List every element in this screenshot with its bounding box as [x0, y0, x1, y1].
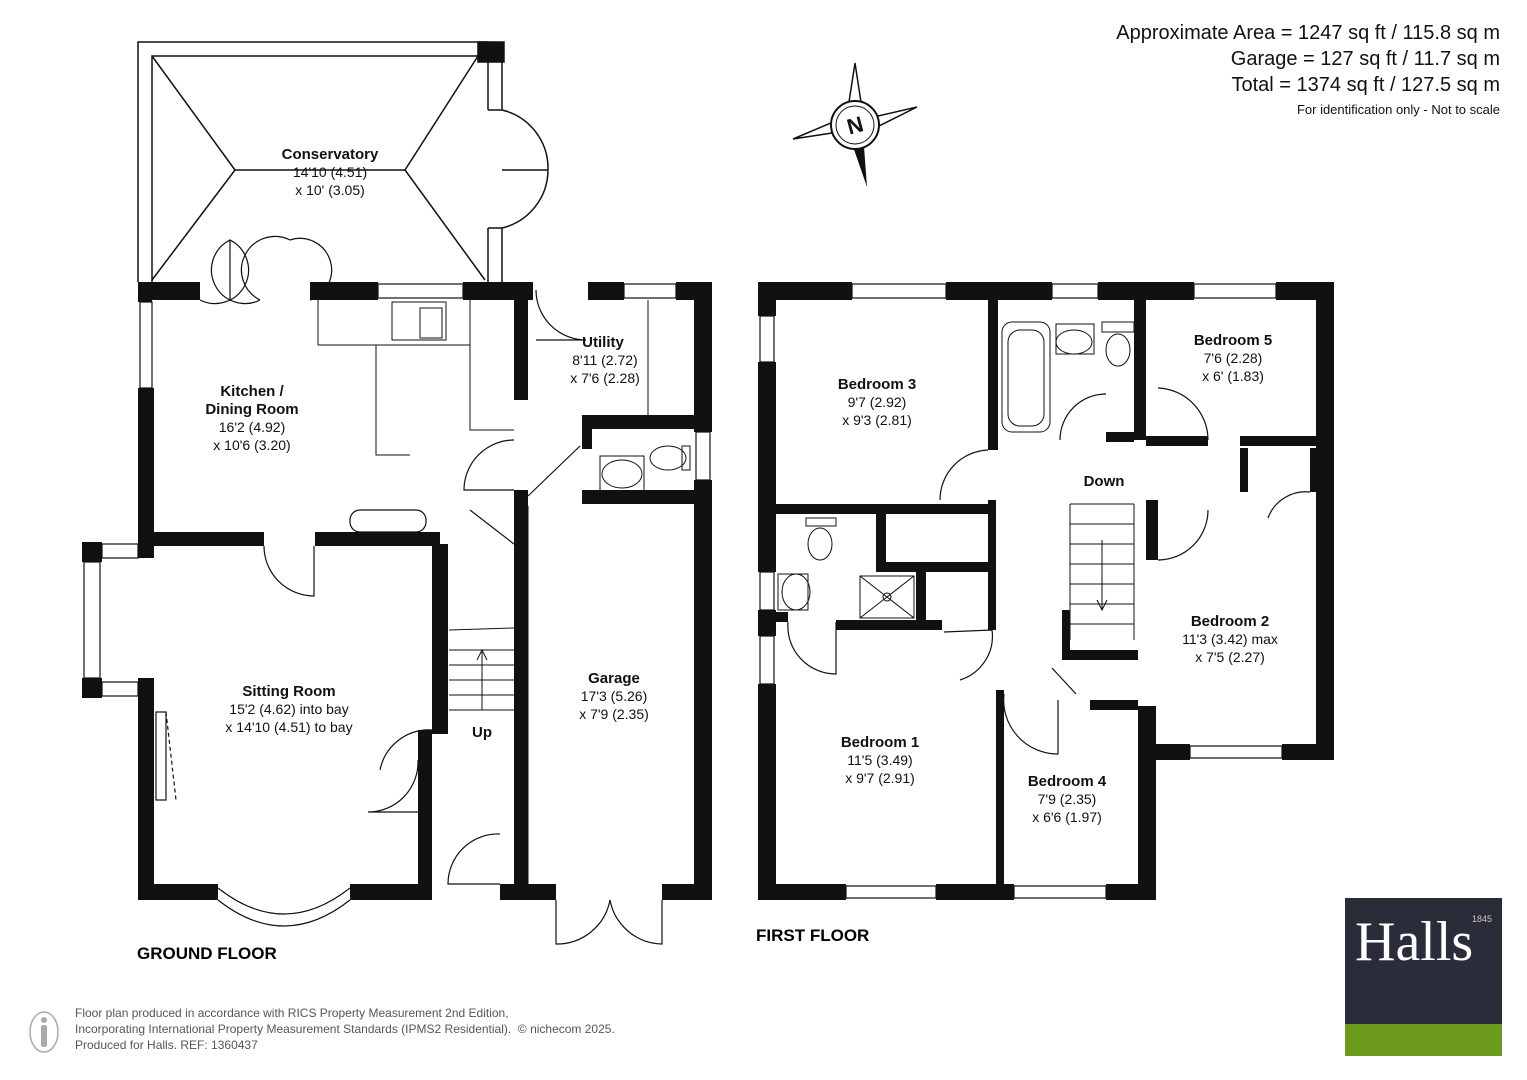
bedroom5-dim1: 7'6 (2.28) — [1204, 350, 1263, 366]
bedroom5-dim2: x 6' (1.83) — [1202, 368, 1264, 384]
ground-walls — [82, 282, 712, 900]
compass-icon: N — [792, 62, 918, 187]
room-labels: Conservatory 14'10 (4.51) x 10' (3.05) K… — [205, 146, 1278, 825]
area-summary: Approximate Area = 1247 sq ft / 115.8 sq… — [1116, 20, 1500, 117]
ground-floor-label: GROUND FLOOR — [137, 944, 277, 963]
kitchen-dim2: x 10'6 (3.20) — [213, 437, 290, 453]
footer-line2: Incorporating International Property Mea… — [75, 1022, 512, 1036]
logo-year: 1845 — [1471, 914, 1492, 924]
footer-notes: Floor plan produced in accordance with R… — [75, 1005, 615, 1053]
first-fittings — [777, 321, 1135, 640]
kitchen-dim1: 16'2 (4.92) — [219, 419, 286, 435]
logo-green-bar — [1345, 1024, 1502, 1056]
person-scale-icon — [29, 1011, 59, 1053]
first-windows — [759, 283, 1283, 899]
garage-dim2: x 7'9 (2.35) — [579, 706, 649, 722]
conservatory-name: Conservatory — [282, 146, 379, 163]
bedroom4-dim1: 7'9 (2.35) — [1038, 791, 1097, 807]
area-garage: Garage = 127 sq ft / 11.7 sq m — [1230, 48, 1500, 70]
bedroom3-name: Bedroom 3 — [838, 376, 916, 393]
utility-name: Utility — [582, 334, 624, 351]
ground-windows — [83, 283, 711, 927]
sitting-room-dim1: 15'2 (4.62) into bay — [229, 701, 348, 717]
kitchen-name1: Kitchen / — [220, 383, 284, 400]
bedroom5-name: Bedroom 5 — [1194, 332, 1272, 349]
kitchen-fittings — [317, 300, 691, 884]
area-disclaimer: For identification only - Not to scale — [1296, 102, 1500, 117]
conservatory-dim2: x 10' (3.05) — [295, 182, 365, 198]
footer-line1: Floor plan produced in accordance with R… — [75, 1006, 509, 1020]
first-doors — [787, 387, 1311, 755]
sitting-room-name: Sitting Room — [242, 683, 335, 700]
compass-north-letter: N — [844, 111, 866, 139]
utility-dim2: x 7'6 (2.28) — [570, 370, 640, 386]
stairs-up-label: Up — [472, 724, 492, 741]
ground-floor-plan — [82, 41, 712, 945]
bedroom2-name: Bedroom 2 — [1191, 613, 1269, 630]
bedroom3-dim2: x 9'3 (2.81) — [842, 412, 912, 428]
bedroom3-dim1: 9'7 (2.92) — [848, 394, 907, 410]
ground-doors — [199, 235, 663, 945]
garage-name: Garage — [588, 670, 640, 687]
bedroom1-dim2: x 9'7 (2.91) — [845, 770, 915, 786]
utility-dim1: 8'11 (2.72) — [572, 352, 637, 368]
halls-logo: Halls 1845 — [1345, 898, 1502, 1056]
bedroom2-dim2: x 7'5 (2.27) — [1195, 649, 1265, 665]
bedroom4-name: Bedroom 4 — [1028, 773, 1107, 790]
first-floor-label: FIRST FLOOR — [756, 926, 869, 945]
kitchen-name2: Dining Room — [205, 401, 298, 418]
area-total: Total = 1374 sq ft / 127.5 sq m — [1231, 74, 1501, 96]
area-total-house: Approximate Area = 1247 sq ft / 115.8 sq… — [1116, 22, 1500, 44]
garage-dim1: 17'3 (5.26) — [581, 688, 648, 704]
first-walls — [758, 282, 1334, 900]
footer-copyright: © nichecom 2025. — [517, 1022, 615, 1036]
bedroom1-dim1: 11'5 (3.49) — [847, 752, 912, 768]
sitting-room-dim2: x 14'10 (4.51) to bay — [225, 719, 352, 735]
conservatory-outline — [137, 41, 549, 282]
footer-line3: Produced for Halls. REF: 1360437 — [75, 1038, 258, 1052]
stairs-down-label: Down — [1084, 473, 1125, 490]
first-floor-plan — [758, 282, 1334, 900]
conservatory-dim1: 14'10 (4.51) — [293, 164, 367, 180]
bedroom4-dim2: x 6'6 (1.97) — [1032, 809, 1102, 825]
bedroom1-name: Bedroom 1 — [841, 734, 919, 751]
logo-word: Halls — [1355, 911, 1474, 973]
bedroom2-dim1: 11'3 (3.42) max — [1182, 631, 1278, 647]
